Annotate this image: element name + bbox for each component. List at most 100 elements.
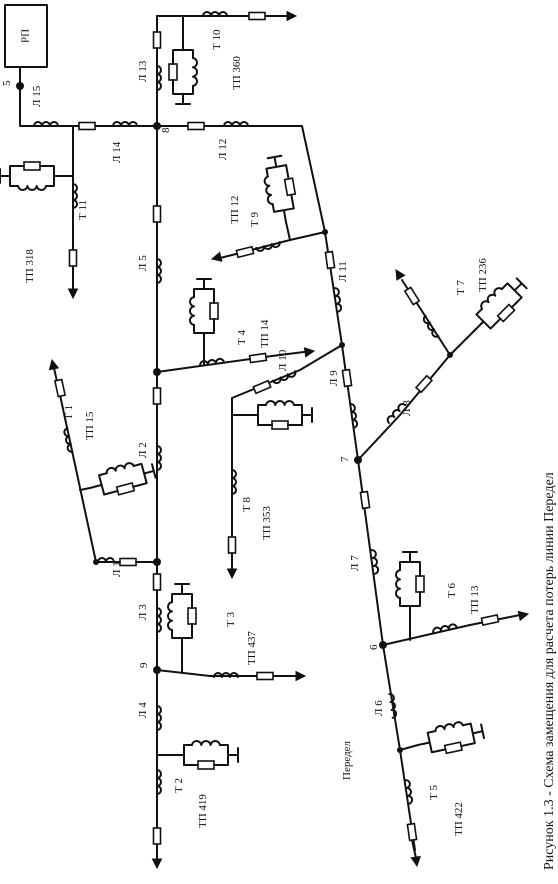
marks [0, 10, 530, 870]
t5-coil [404, 779, 414, 805]
shunt-part [193, 278, 215, 346]
labels: РП 5 8 9 7 6 Л 15 Л 14 Л 13 Л 12 Л 11 Л … [1, 4, 557, 870]
transformer-label-t6: Т 6 [446, 583, 458, 598]
shunt-resistor [197, 760, 215, 770]
line-label-l4: Л 4 [137, 702, 149, 718]
transformer-label-t11: Т 11 [77, 200, 89, 220]
t10-shunt [168, 37, 199, 105]
l14-resistor [78, 121, 96, 131]
t4-resistor [248, 352, 268, 364]
l7-resistor [359, 490, 371, 510]
line-label-l6: Л 6 [373, 700, 385, 716]
t3-resistor [256, 671, 274, 681]
t10-resistor [248, 11, 266, 21]
t6-shunt [394, 551, 425, 619]
node-label-6: 6 [368, 644, 380, 650]
t8-arrow [226, 568, 238, 580]
trunk-junction-t4 [153, 368, 161, 376]
substation-label-tp419: ТП 419 [197, 794, 209, 828]
line-label-l11: Л 11 [337, 261, 349, 282]
l4-resistor [152, 827, 162, 845]
junction-t5 [397, 747, 403, 753]
t7-coil [422, 314, 440, 338]
shunt-part [495, 302, 518, 324]
t6-arrow [517, 610, 530, 622]
t9-shunt [263, 154, 297, 223]
l6-coil [388, 693, 398, 719]
t3-arrow [295, 670, 307, 682]
t10-coil [202, 11, 228, 17]
line-label-l10: Л 10 [277, 349, 289, 371]
t11-coil [72, 183, 78, 209]
l4-coil [156, 705, 162, 731]
shunt-resistor [168, 63, 178, 81]
shunt-part [0, 165, 67, 187]
l3-coil [156, 607, 162, 633]
t4-shunt [188, 278, 219, 346]
l4-coil-lower [156, 769, 162, 795]
t7-resistor [403, 286, 421, 306]
node-6 [379, 641, 387, 649]
substation-label-tp353: ТП 353 [261, 506, 273, 540]
shunt-part [245, 404, 313, 426]
line-label-l1: Л 1 [111, 561, 123, 577]
t11-shunt [0, 161, 67, 192]
transformer-label-t5: Т 5 [428, 785, 440, 800]
shunt-part [17, 185, 47, 192]
t3-coil [213, 672, 239, 678]
l12-resistor [187, 121, 205, 131]
t1-coil [63, 427, 74, 453]
shunt-part [480, 287, 503, 310]
transformer-label-t9: Т 9 [249, 212, 261, 227]
node-7 [354, 456, 362, 464]
wire [411, 839, 417, 859]
l9-coil [349, 403, 359, 429]
l7-coil [370, 549, 380, 575]
junction-l11-top [322, 229, 328, 235]
t7-shunt [474, 277, 528, 331]
shunt-part [399, 551, 421, 619]
t6-resistor [480, 613, 500, 627]
wire [399, 744, 419, 751]
shunt-part [474, 277, 528, 331]
t8-shunt [245, 399, 313, 430]
junction-l1 [93, 559, 99, 565]
substation-label-tp15: ТП 15 [84, 411, 96, 440]
substation-label-tp318: ТП 318 [24, 249, 36, 283]
t11-arrow [67, 288, 79, 300]
transformer-label-t10: Т 10 [211, 29, 223, 50]
t11-resistor [68, 249, 78, 267]
transformer-label-t2: Т 2 [173, 778, 185, 793]
trunk-junction-l1 [153, 558, 161, 566]
transformer-label-t7: Т 7 [455, 280, 467, 295]
line-label-l3: Л 3 [137, 604, 149, 620]
l8-wire [357, 354, 451, 461]
l12-wire [156, 125, 326, 233]
shunt-resistor [415, 575, 425, 593]
line-label-l2: Л 2 [137, 442, 149, 458]
line-label-l15: Л 15 [31, 85, 43, 107]
t4-wire [156, 351, 305, 373]
shunt-part [417, 722, 486, 754]
node-label-7: 7 [339, 456, 351, 462]
shunt-resistor [283, 177, 297, 197]
l11-coil [333, 287, 343, 313]
t8-coil [231, 469, 237, 495]
shunt-part [192, 57, 199, 87]
wire [79, 487, 91, 491]
t9-resistor [235, 245, 255, 259]
transformer-label-t1: Т 1 [63, 405, 75, 420]
shunt-part [265, 154, 295, 223]
transformer-label-t8: Т 8 [241, 497, 253, 512]
l13-coil [156, 65, 162, 91]
l2-resistor [152, 387, 162, 405]
l10-resistor [252, 379, 272, 395]
l8-coil [386, 403, 407, 424]
shunt-part [105, 462, 135, 475]
l8-resistor [414, 374, 434, 394]
trunk-end-arrow [151, 858, 163, 870]
t6-wire [382, 614, 521, 646]
shunt-resistor [187, 607, 197, 625]
t3-shunt [166, 583, 197, 651]
